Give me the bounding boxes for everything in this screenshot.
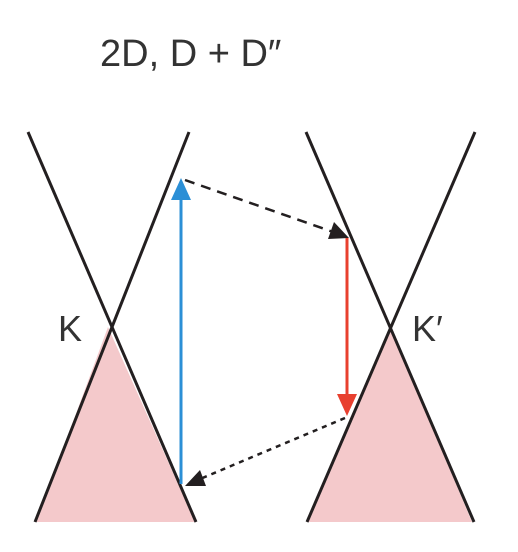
- emission-arrow: [337, 238, 357, 416]
- filled-valence-band-k: [36, 327, 195, 522]
- scattering-arrowhead-1: [328, 222, 349, 239]
- filled-valence-band-k-prime: [308, 327, 472, 522]
- cone-line-kprime-right: [305, 131, 477, 523]
- dirac-cone-k: [26, 131, 198, 523]
- scattering-arrowhead-2: [185, 470, 206, 486]
- dirac-cone-k-prime: [304, 131, 477, 523]
- absorption-arrow: [171, 178, 191, 484]
- label-k-prime: K′: [412, 308, 443, 349]
- absorption-arrowhead: [171, 178, 191, 200]
- label-k: K: [58, 308, 82, 349]
- emission-arrowhead: [337, 394, 357, 416]
- cone-line-k-right: [33, 131, 191, 523]
- scattering-arrow-k-to-kprime: [184, 178, 349, 239]
- scattering-arrow-kprime-to-k: [185, 416, 346, 486]
- diagram-title: 2D, D + D″: [100, 33, 281, 75]
